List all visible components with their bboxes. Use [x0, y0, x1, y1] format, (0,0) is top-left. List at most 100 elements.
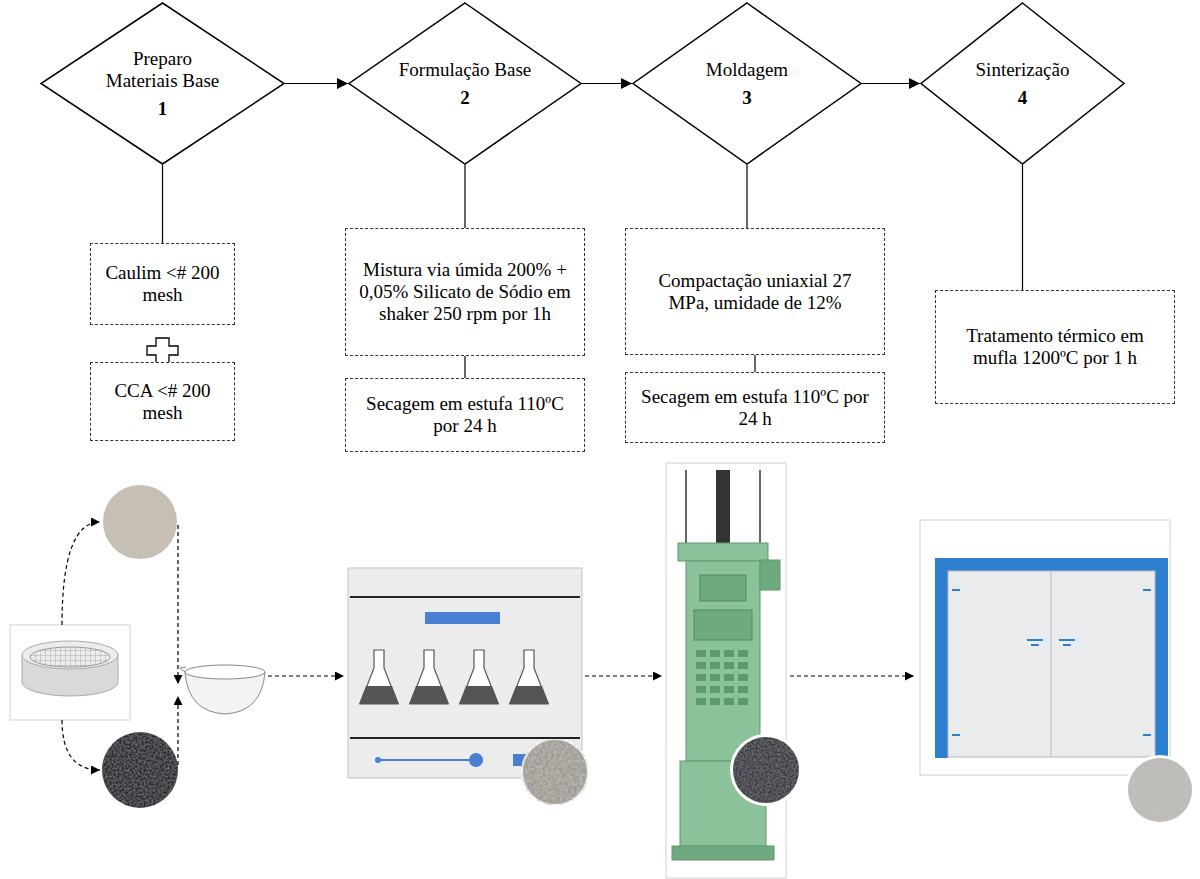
process-box: Mistura via úmida 200% + 0,05% Silicato …: [345, 228, 585, 356]
ash-sample-part: [102, 732, 178, 808]
kaolin-sample: [102, 484, 178, 560]
step-detail: Compactação uniaxial 27 MPa, umidade de …: [636, 270, 874, 314]
step-number: 3: [742, 87, 752, 109]
shaker-illustration-part: [350, 737, 580, 739]
press-illustration-part: [730, 734, 802, 806]
shaker-illustration: [348, 568, 588, 805]
furnace-illustration-part-part: [1143, 734, 1151, 736]
step-title: Sinterização: [976, 59, 1070, 81]
press-illustration-part-part: [696, 698, 706, 705]
press-illustration-part-part: [724, 686, 734, 693]
step-number: 2: [460, 87, 470, 109]
process-box: CCA <# 200 mesh: [90, 362, 235, 441]
furnace-illustration: [920, 520, 1195, 825]
flow-arrows-part: [177, 696, 178, 765]
process-box: Caulim <# 200 mesh: [90, 243, 235, 325]
press-illustration-part: [700, 575, 746, 601]
process-box: Tratamento térmico em mufla 1200ºC por 1…: [935, 290, 1175, 404]
shaker-illustration-part: [360, 650, 548, 704]
connector-line: [746, 165, 747, 228]
press-illustration-part-part: [710, 698, 720, 705]
text-group: Caulim <# 200 mesh: [101, 262, 224, 306]
shaker-illustration-part-part: [509, 686, 549, 704]
press-illustration-part-part: [738, 662, 748, 669]
shaker-illustration-part-part: [360, 650, 398, 704]
shaker-illustration-part-part: [510, 650, 548, 704]
furnace-illustration-part-part: [1059, 639, 1075, 641]
press-illustration-part-part: [696, 662, 706, 669]
step-detail: Secagem em estufa 110ºC por 24 h: [636, 386, 874, 430]
flow-arrows-part: [177, 525, 178, 684]
mixing-bowl-part: [180, 667, 186, 672]
furnace-illustration-part-part: [1027, 639, 1043, 641]
text-group: Secagem em estufa 110ºC por 24 h: [356, 393, 574, 437]
text-group: CCA <# 200 mesh: [101, 380, 224, 424]
text-group: Moldagem3: [706, 59, 788, 109]
shaker-illustration-part-part: [459, 686, 499, 704]
mixing-bowl: [180, 665, 265, 714]
step-number: 4: [1018, 87, 1028, 109]
press-illustration-part-part: [710, 662, 720, 669]
press-illustration-part: [686, 561, 760, 761]
press-illustration-part: [694, 610, 752, 640]
press-illustration-part: [666, 463, 786, 878]
furnace-illustration-part-part: [952, 589, 960, 591]
press-illustration-part-part: [724, 650, 734, 657]
press-illustration-part-part: [710, 674, 720, 681]
shaker-illustration-part: [375, 757, 381, 763]
process-box: Compactação uniaxial 27 MPa, umidade de …: [625, 228, 885, 355]
process-box: Secagem em estufa 110ºC por 24 h: [345, 378, 585, 452]
text-group: Tratamento térmico em mufla 1200ºC por 1…: [946, 325, 1164, 369]
flow-arrows-part: [62, 720, 100, 770]
decision-diamond: Preparo Materiais Base1: [40, 2, 285, 165]
shaker-illustration-part: [425, 612, 500, 624]
plus-symbol: [147, 338, 178, 363]
furnace-illustration-part: [935, 558, 948, 758]
press-illustration-part-part: [710, 650, 720, 657]
furnace-illustration-part: [1155, 558, 1168, 758]
press-illustration-part-part: [696, 674, 706, 681]
press-illustration-part: [716, 470, 730, 545]
furnace-illustration-part-part: [1063, 644, 1071, 646]
furnace-illustration-part: [1051, 571, 1052, 757]
text-group: Compactação uniaxial 27 MPa, umidade de …: [636, 270, 874, 314]
flow-arrows-part: [790, 675, 914, 676]
furnace-illustration-part: [935, 558, 1168, 571]
shaker-illustration-part: [469, 753, 483, 767]
diamond-outline: [348, 2, 582, 165]
furnace-illustration-part: [1128, 758, 1192, 822]
sieve-illustration-part: [30, 647, 110, 667]
press-illustration-part-part: [710, 686, 720, 693]
press-illustration-part: [760, 560, 780, 590]
diamond-shape: [921, 3, 1124, 164]
shaker-illustration-part-part: [409, 686, 449, 704]
press-illustration-part: [759, 470, 761, 545]
process-box: Secagem em estufa 110ºC por 24 h: [625, 372, 885, 443]
text-group: Mistura via úmida 200% + 0,05% Silicato …: [356, 259, 574, 325]
press-illustration-part: [678, 543, 768, 561]
diamond-outline: [920, 2, 1125, 165]
step-title: Formulação Base: [399, 59, 531, 81]
press-illustration-part-part: [724, 662, 734, 669]
furnace-illustration-part: [952, 590, 1151, 735]
step-title: Preparo Materiais Base: [98, 48, 228, 92]
decision-diamond: Sinterização 4: [920, 2, 1125, 165]
connector-line: [464, 165, 465, 228]
text-group: Secagem em estufa 110ºC por 24 h: [636, 386, 874, 430]
text-group: Sinterização 4: [976, 59, 1070, 109]
flow-arrows-part: [62, 522, 100, 625]
press-illustration-part-part: [696, 686, 706, 693]
decision-diamond: Formulação Base 2: [348, 2, 582, 165]
shaker-illustration-part-part: [410, 650, 448, 704]
shaker-illustration-part: [522, 739, 588, 805]
step-detail: CCA <# 200 mesh: [101, 380, 224, 424]
shaker-illustration-part: [378, 759, 476, 761]
press-illustration-part-part: [738, 698, 748, 705]
sieve-illustration-part: [22, 641, 118, 669]
connector-line: [162, 165, 163, 243]
decision-diamond: Moldagem3: [632, 2, 862, 165]
shaker-illustration-part-part: [460, 650, 498, 704]
press-illustration-part-part: [738, 650, 748, 657]
diamond-shape: [349, 3, 581, 164]
